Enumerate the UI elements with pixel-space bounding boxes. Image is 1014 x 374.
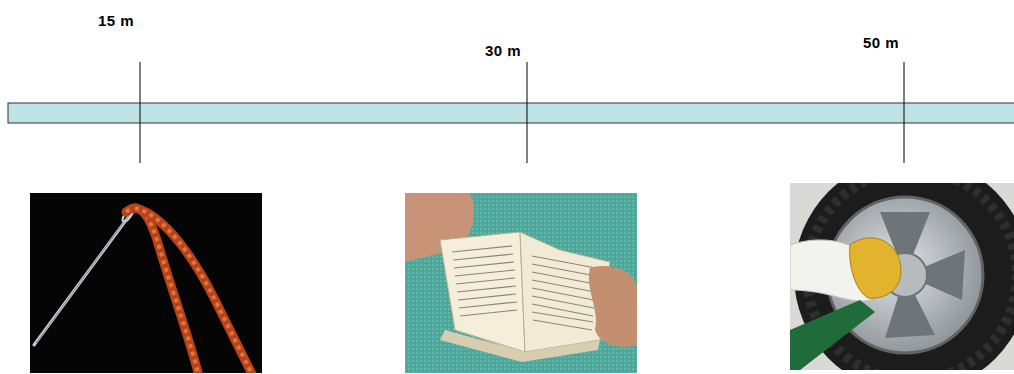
tick-mark [904, 62, 905, 163]
distance-label: 50 m [863, 34, 899, 51]
distance-label: 15 m [98, 12, 134, 29]
distance-label: 30 m [485, 42, 521, 59]
needle-thread-photo [30, 193, 262, 373]
tick-mark [140, 62, 141, 163]
tick-mark [527, 62, 528, 163]
tyre-change-photo [790, 183, 1014, 370]
book-reading-photo [405, 193, 637, 373]
distance-bar [8, 103, 1014, 123]
